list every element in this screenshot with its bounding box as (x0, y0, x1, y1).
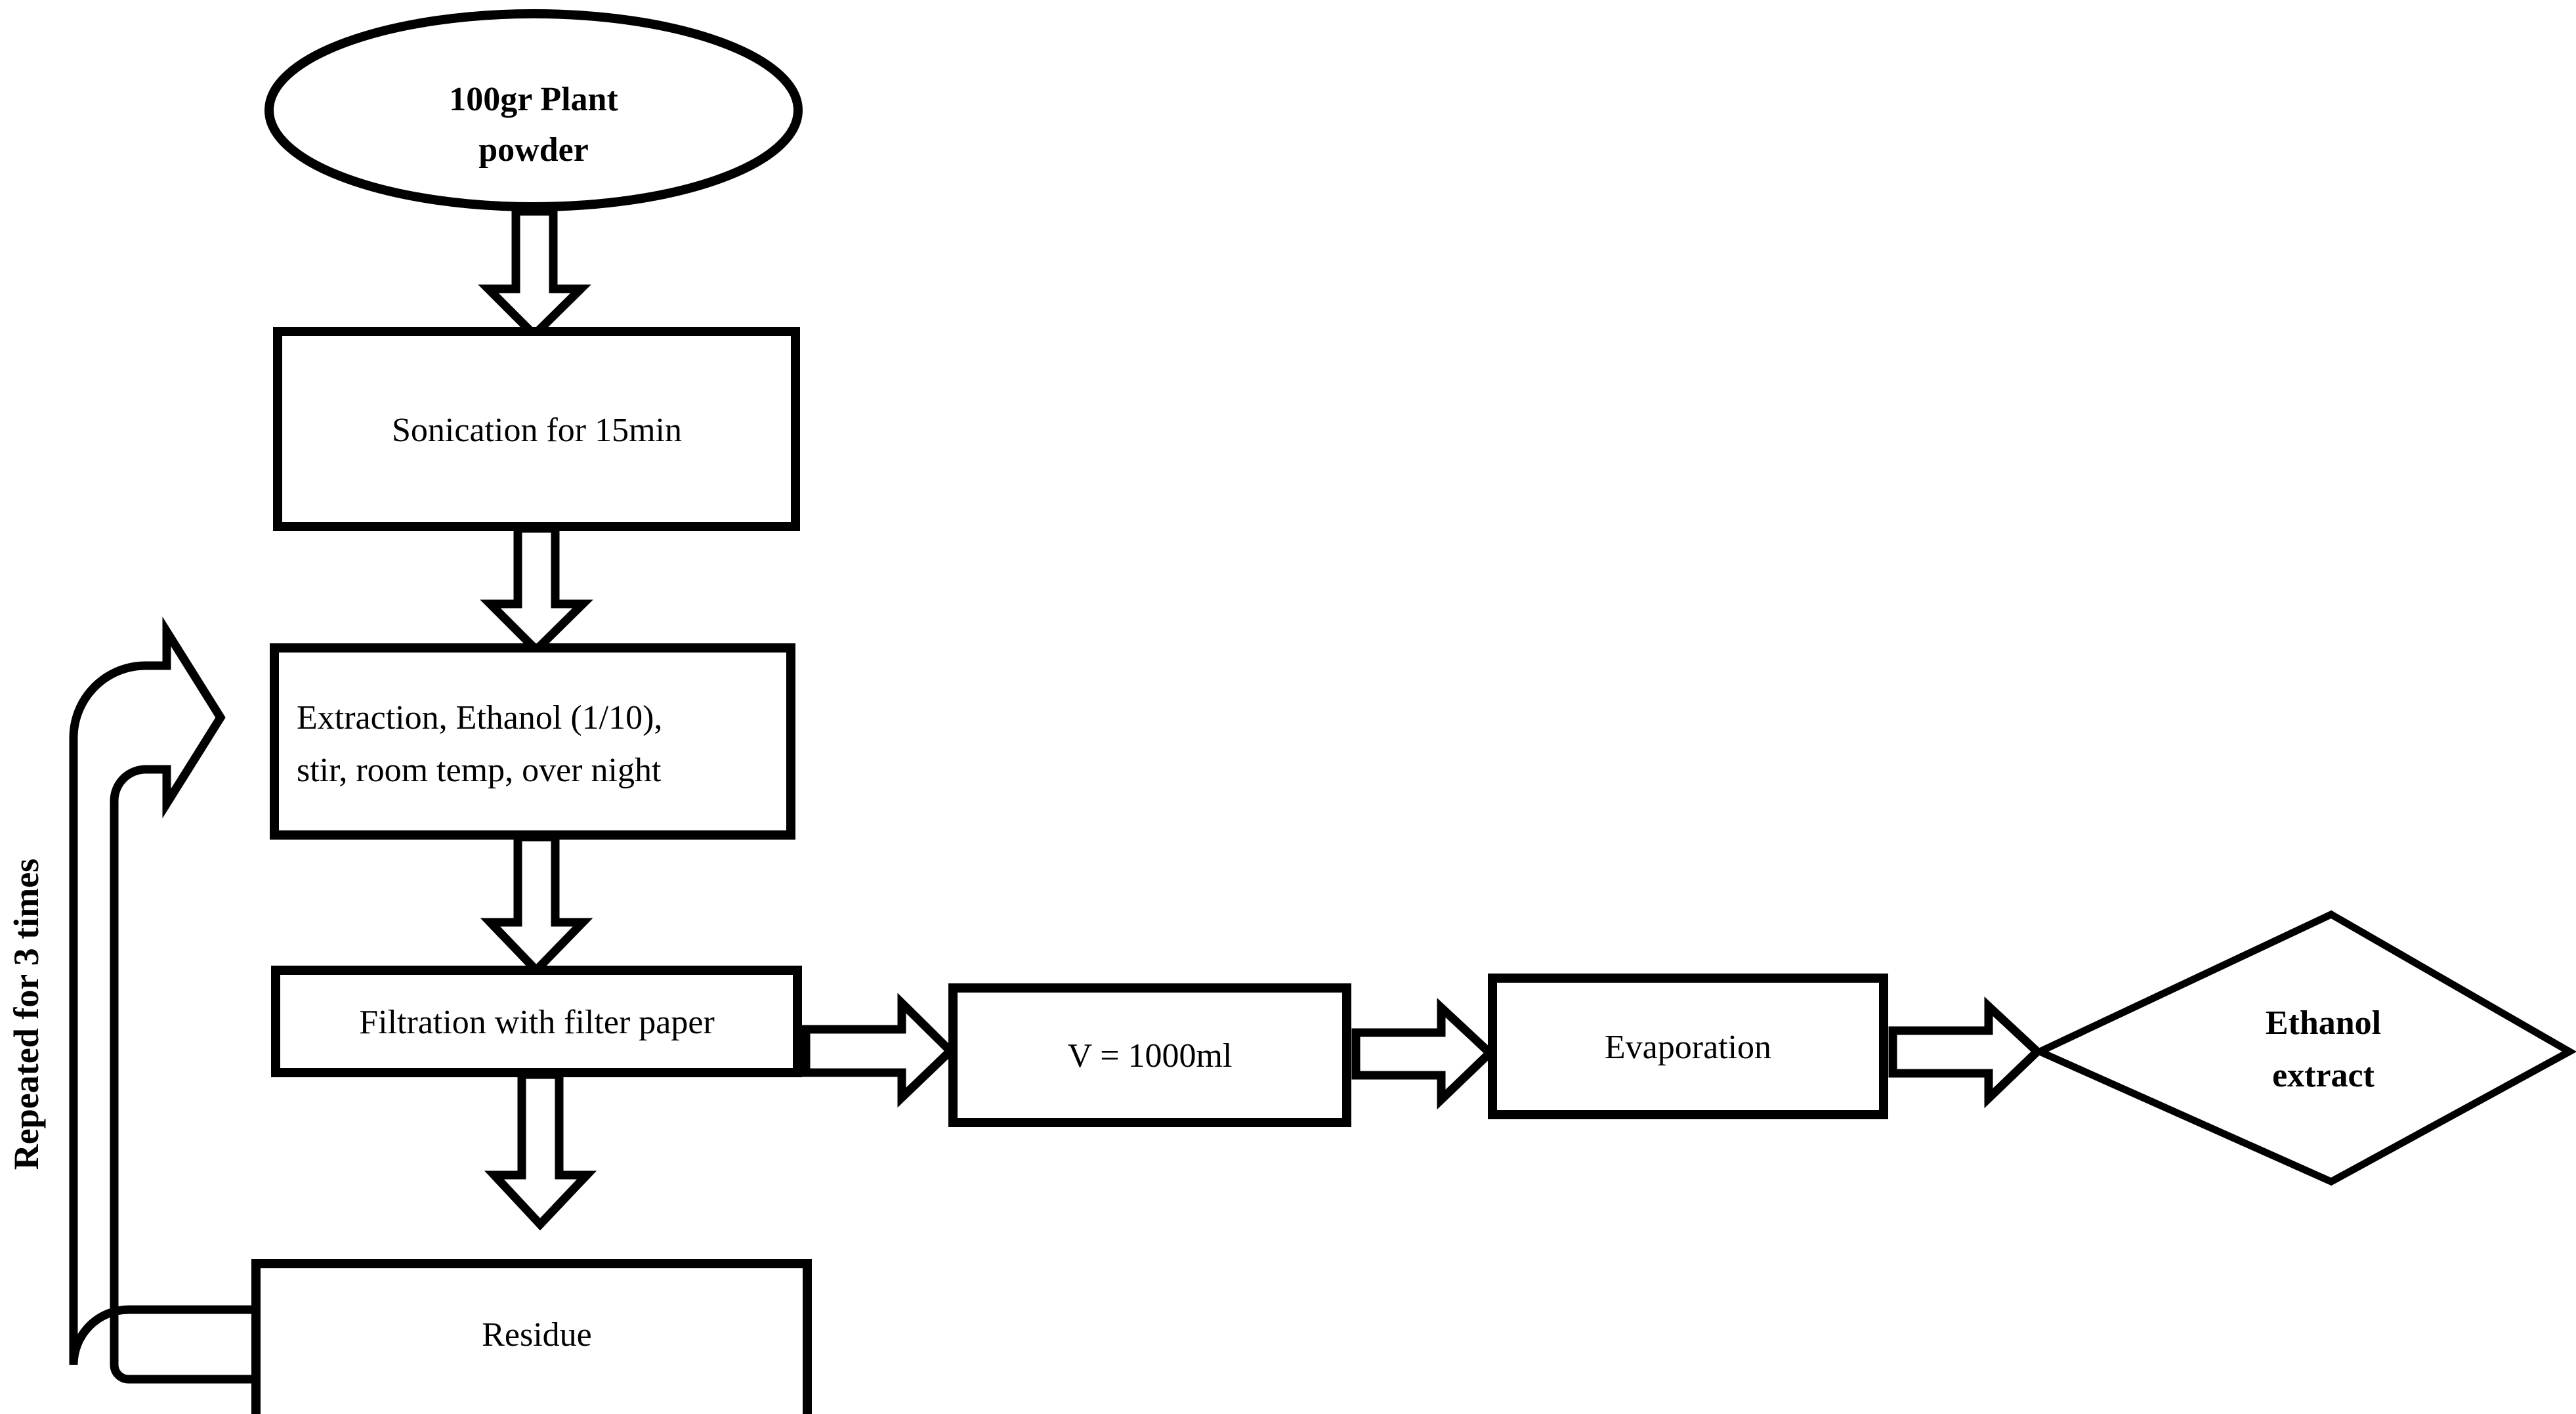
block-arrow-down-icon (480, 524, 593, 656)
node-product[interactable]: Ethanol extract (2031, 910, 2576, 1186)
evaporation-label: Evaporation (1605, 1029, 1771, 1066)
block-arrow-right-icon (1351, 998, 1496, 1110)
volume-label: V = 1000ml (1068, 1037, 1233, 1075)
connector-filtration-to-residue (484, 1070, 597, 1231)
block-arrow-right-icon (801, 993, 957, 1108)
block-arrow-down-icon (480, 832, 593, 977)
evaporation-box-shape (1488, 974, 1888, 1119)
extraction-label-line1: Extraction, Ethanol (1/10), (297, 699, 662, 737)
filtration-box-shape (271, 966, 802, 1077)
connector-sonication-to-extraction (480, 524, 593, 656)
loop-caption-label: Repeated for 3 times (7, 859, 46, 1170)
node-extraction[interactable]: Extraction, Ethanol (1/10), stir, room t… (270, 643, 795, 840)
connector-volume-to-evaporation (1351, 998, 1496, 1110)
node-residue[interactable]: Residue (251, 1259, 812, 1414)
filtration-label: Filtration with filter paper (359, 1004, 715, 1041)
node-filtration[interactable]: Filtration with filter paper (271, 966, 802, 1077)
sonication-label: Sonication for 15min (392, 412, 682, 449)
node-evaporation[interactable]: Evaporation (1488, 974, 1888, 1119)
product-label-line1: Ethanol (2266, 1004, 2381, 1042)
residue-label: Residue (482, 1316, 592, 1354)
product-label-line2: extract (2272, 1057, 2375, 1094)
node-sonication[interactable]: Sonication for 15min (273, 327, 800, 531)
connector-extraction-to-filtration (480, 832, 593, 977)
product-diamond-shape (2031, 910, 2576, 1186)
extraction-label-line2: stir, room temp, over night (297, 752, 662, 789)
residue-box-shape (251, 1259, 812, 1414)
extraction-box-shape (270, 643, 795, 840)
node-start[interactable]: 100gr Plant powder (264, 9, 803, 211)
block-arrow-down-icon (478, 207, 591, 341)
connector-residue-to-extraction (69, 616, 261, 1384)
block-arrow-down-icon (484, 1070, 597, 1231)
connector-start-to-sonication (478, 207, 591, 341)
block-arrow-right-icon (1888, 996, 2044, 1109)
loop-arrow-shape (69, 616, 261, 1384)
volume-box-shape (948, 983, 1351, 1127)
start-label-line1: 100gr Plant (449, 81, 618, 118)
start-label-line2: powder (478, 131, 589, 169)
connector-evaporation-to-product (1888, 996, 2044, 1109)
node-volume[interactable]: V = 1000ml (948, 983, 1351, 1127)
sonication-box-shape (273, 327, 800, 531)
connector-filtration-to-volume (801, 993, 957, 1108)
start-ellipse-shape (264, 9, 803, 211)
